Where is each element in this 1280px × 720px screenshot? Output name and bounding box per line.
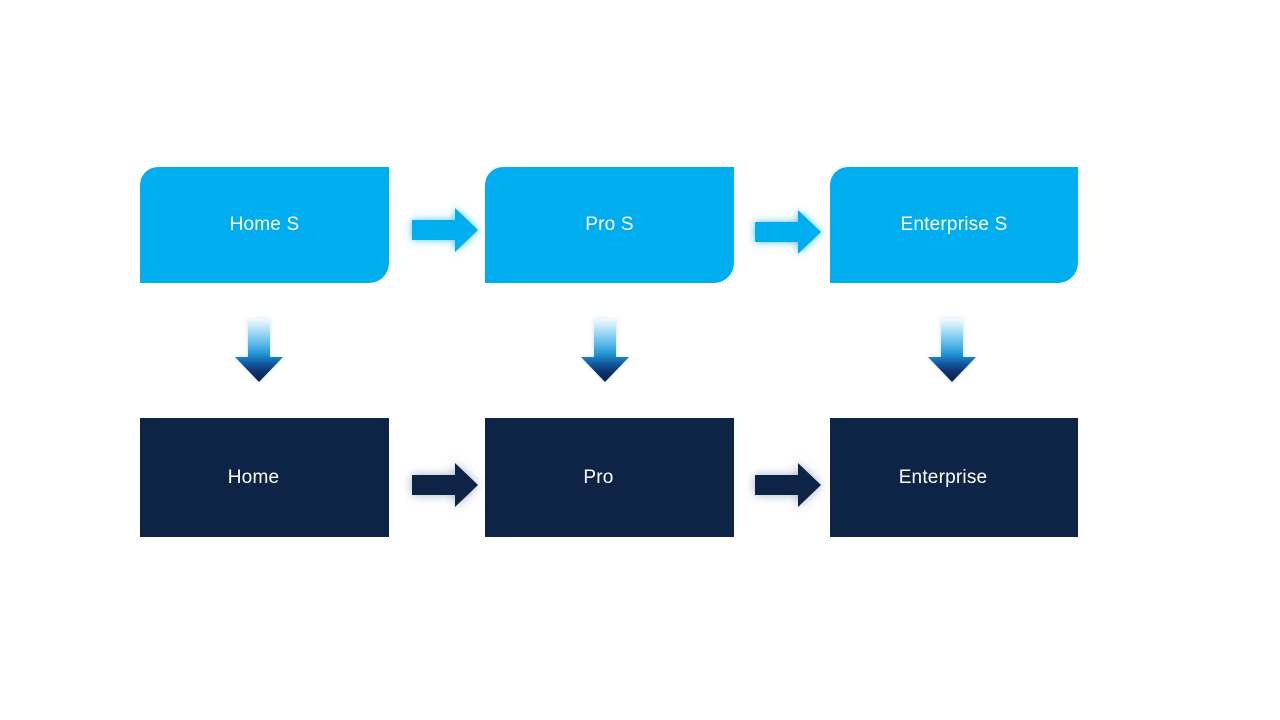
node-home: Home (140, 418, 389, 537)
arrow-down-shape (928, 319, 976, 382)
node-label: Enterprise S (900, 214, 1008, 235)
arrow-right-icon (412, 463, 478, 507)
arrow-right-icon (755, 210, 821, 254)
node-enterprise: Enterprise (830, 418, 1078, 537)
arrow-down-shape (235, 319, 283, 382)
node-pro-s: Pro S (485, 167, 734, 283)
arrow-right-shape (412, 463, 478, 507)
node-pro: Pro (485, 418, 734, 537)
arrow-down-icon (581, 319, 629, 382)
arrow-right-shape (755, 210, 821, 254)
arrow-right-shape (755, 463, 821, 507)
node-label: Home S (229, 214, 300, 235)
arrow-down-icon (928, 319, 976, 382)
node-label: Enterprise (898, 466, 988, 488)
arrow-right-icon (755, 463, 821, 507)
node-label: Home (227, 466, 280, 488)
arrow-down-icon (235, 319, 283, 382)
arrow-down-shape (581, 319, 629, 382)
node-label: Pro (583, 466, 614, 488)
node-label: Pro S (585, 214, 634, 235)
arrow-right-shape (412, 208, 478, 252)
node-home-s: Home S (140, 167, 389, 283)
arrow-right-icon (412, 208, 478, 252)
node-enterprise-s: Enterprise S (830, 167, 1078, 283)
